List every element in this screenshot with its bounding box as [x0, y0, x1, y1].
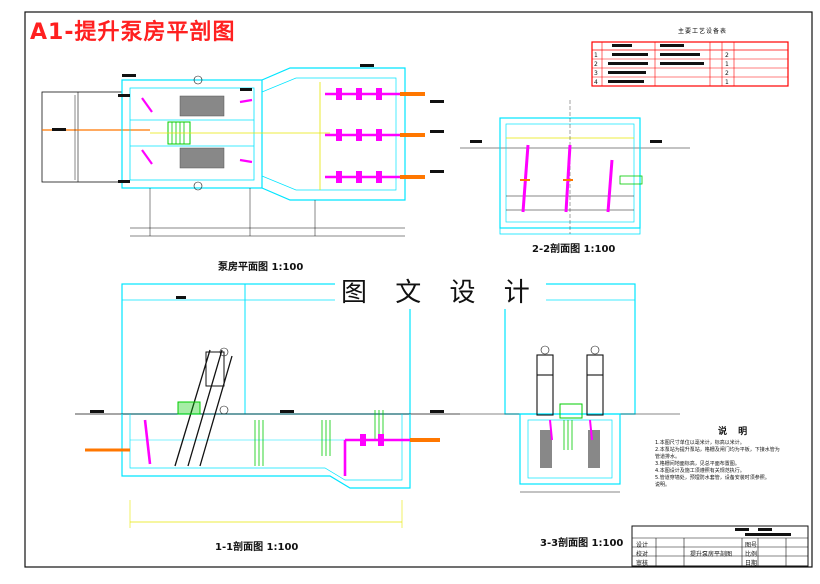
section-2-2-view — [460, 100, 690, 235]
title-block-label-date: 日期 — [745, 560, 758, 567]
equipment-table — [591, 41, 789, 87]
section-2-2-caption: 2-2剖面图 1:100 — [532, 244, 616, 255]
title-block-label-scale: 比例 — [745, 551, 758, 558]
section-3-3-view — [460, 283, 680, 493]
note-line: 管道排水。 — [655, 454, 681, 460]
notes-title: 说 明 — [718, 427, 752, 437]
equipment-row-number: 4 — [594, 79, 598, 86]
note-line: 2.本泵站为提升泵站，格栅及闸门均为平板，下接水管为 — [655, 447, 780, 453]
title-block-label-check: 校对 — [636, 551, 649, 558]
note-line: 1.本图尺寸单位以毫米计，标高以米计。 — [655, 440, 745, 446]
note-line: 4.本图设计及施工须遵照有关规范执行。 — [655, 468, 745, 474]
notes-list: 1.本图尺寸单位以毫米计，标高以米计。 2.本泵站为提升泵站，格栅及闸门均为平板… — [655, 440, 795, 489]
equipment-row-quantity: 2 — [725, 70, 729, 77]
title-block-label-sheet-no: 图号 — [745, 542, 758, 549]
equipment-row-quantity: 2 — [725, 52, 729, 59]
title-block-drawing-name: 提升泵房平剖图 — [690, 551, 733, 558]
equipment-row-quantity: 1 — [725, 61, 729, 68]
plan-view — [41, 64, 444, 237]
title-block-label-design: 设计 — [636, 542, 649, 549]
title-block-label-review: 审核 — [636, 560, 649, 567]
note-line: 说明。 — [655, 482, 671, 488]
equipment-row-number: 2 — [594, 61, 598, 68]
section-3-3-caption: 3-3剖面图 1:100 — [540, 538, 624, 549]
section-1-1-view — [75, 283, 460, 528]
drawing-border — [24, 11, 813, 568]
title-block — [631, 525, 809, 567]
note-line: 5.管道穿墙处，预埋防水套管，设备安装时须参照。 — [655, 475, 770, 481]
equipment-row-quantity: 1 — [725, 79, 729, 86]
equipment-row-number: 1 — [594, 52, 598, 59]
watermark-text: 图 文 设 计 — [335, 272, 546, 309]
equipment-table-title: 主要工艺设备表 — [678, 28, 728, 35]
note-line: 3.格栅间地面标高，见总平面布置图。 — [655, 461, 740, 467]
section-1-1-caption: 1-1剖面图 1:100 — [215, 542, 299, 553]
drawing-title: A1-提升泵房平剖图 — [30, 20, 236, 45]
equipment-row-number: 3 — [594, 70, 598, 77]
plan-view-caption: 泵房平面图 1:100 — [218, 262, 304, 273]
